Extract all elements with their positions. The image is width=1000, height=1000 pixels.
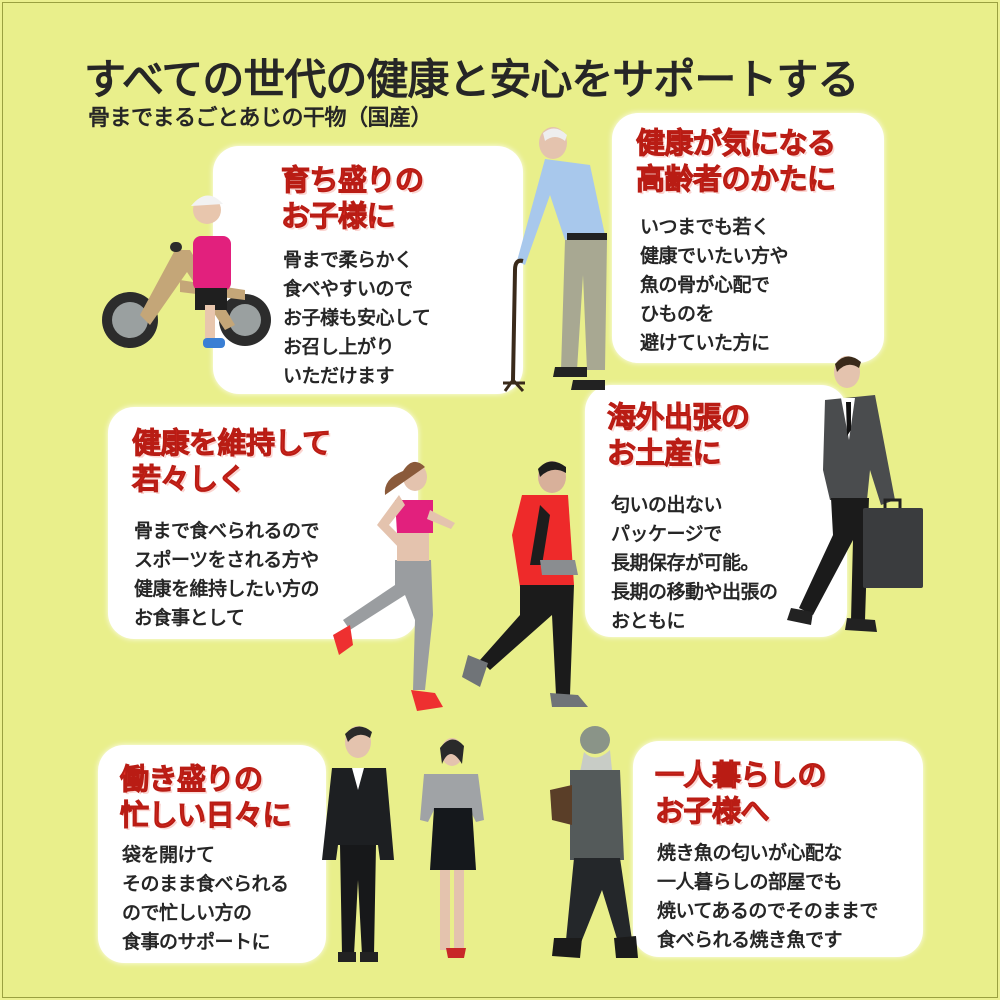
winter-walker-illustration (550, 726, 638, 958)
card-heading: 働き盛りの 忙しい日々に (119, 762, 292, 833)
businessman-illustration (787, 356, 923, 632)
card-heading: 育ち盛りの お子様に (281, 163, 425, 234)
card-heading: 健康を維持して 若々しく (132, 426, 332, 497)
child-on-bike-illustration (102, 195, 271, 348)
card-body: 袋を開けて そのまま食べられる ので忙しい方の 食事のサポートに (122, 844, 289, 953)
male-jogger-illustration (462, 461, 588, 707)
card-heading: 一人暮らしの お子様へ (654, 758, 827, 829)
card-heading: 健康が気になる 高齢者のかたに (636, 126, 837, 197)
card-body: 骨まで柔らかく 食べやすいので お子様も安心して お召し上がり いただけます (283, 249, 431, 387)
card-fitness: 健康を維持して 若々しく 骨まで食べられるので スポーツをされる方や 健康を維持… (108, 407, 418, 639)
card-elderly: 健康が気になる 高齢者のかたに いつまでも若く 健康でいたい方や 魚の骨が心配で… (612, 113, 884, 363)
card-body: 匂いの出ない パッケージで 長期保存が可能。 長期の移動や出張の おともに (611, 494, 778, 632)
card-workers: 働き盛りの 忙しい日々に 袋を開けて そのまま食べられる ので忙しい方の 食事の… (98, 745, 326, 963)
card-body: 焼き魚の匂いが心配な 一人暮らしの部屋でも 焼いてあるのでそのままで 食べられる… (657, 842, 878, 951)
office-man-illustration (322, 726, 394, 962)
elderly-man-illustration (503, 127, 607, 393)
card-body: いつまでも若く 健康でいたい方や 魚の骨が心配で ひものを 避けていた方に (640, 216, 789, 354)
page-subtitle: 骨までまるごとあじの干物（国産） (88, 106, 433, 131)
card-heading: 海外出張の お土産に (607, 400, 751, 471)
card-travel: 海外出張の お土産に 匂いの出ない パッケージで 長期保存が可能。 長期の移動や… (585, 385, 847, 637)
card-living-alone: 一人暮らしの お子様へ 焼き魚の匂いが心配な 一人暮らしの部屋でも 焼いてあるの… (633, 741, 923, 957)
female-jogger-illustration (333, 461, 455, 711)
page-title: すべての世代の健康と安心をサポートする (84, 55, 859, 104)
card-children: 育ち盛りの お子様に 骨まで柔らかく 食べやすいので お子様も安心して お召し上… (213, 146, 523, 394)
office-woman-illustration (420, 738, 484, 958)
card-body: 骨まで食べられるので スポーツをされる方や 健康を維持したい方の お食事として (134, 520, 320, 629)
